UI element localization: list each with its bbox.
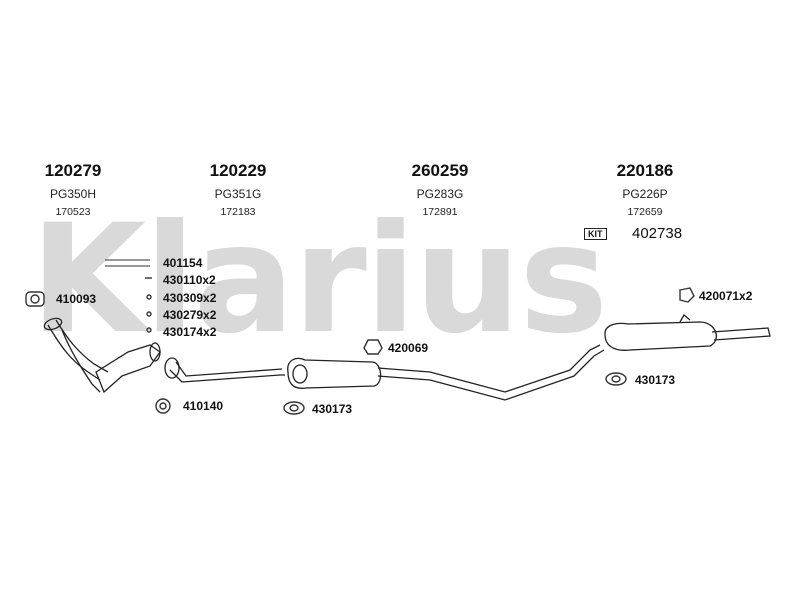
assembly-1-part-number: 120279 (44, 161, 102, 180)
fitting-430279: 430279x2 (163, 308, 217, 322)
klarius-watermark: Klarius (30, 193, 608, 367)
assembly-4-part-number: 220186 (616, 161, 674, 180)
fitting-430309: 430309x2 (163, 291, 217, 305)
fitting-430173-rear: 430173 (635, 373, 676, 387)
assembly-1-ref: 170523 (55, 206, 91, 218)
fitting-430110: 430110x2 (163, 273, 216, 287)
exhaust-clamp-icon-2 (605, 372, 627, 386)
assembly-2-ref: 172183 (220, 206, 256, 218)
clamp-ring-icon (155, 398, 171, 414)
assembly-3-code: PG283G (416, 187, 464, 201)
fitting-401154: 401154 (163, 256, 203, 270)
fitting-410140: 410140 (183, 399, 224, 413)
fitting-420069: 420069 (388, 341, 429, 355)
hanger-icon (363, 339, 383, 355)
kit-badge: KIT (584, 228, 607, 240)
gasket-icon (25, 291, 45, 307)
assembly-4-ref: 172659 (627, 206, 663, 218)
fitting-410093: 410093 (56, 292, 97, 306)
front-downpipe (43, 317, 161, 394)
assembly-3-ref: 172891 (422, 206, 458, 218)
fitting-420071: 420071x2 (699, 289, 753, 303)
mount-rubber-icon (679, 287, 695, 303)
assembly-1-code: PG350H (49, 187, 97, 201)
fitting-430173-centre: 430173 (312, 402, 353, 416)
kit-number: 402738 (632, 225, 683, 242)
rear-silencer (604, 314, 771, 351)
exhaust-clamp-icon (283, 401, 305, 415)
assembly-3-part-number: 260259 (411, 161, 469, 180)
assembly-2-part-number: 120229 (209, 161, 267, 180)
centre-silencer (287, 344, 605, 401)
assembly-2-code: PG351G (214, 187, 262, 201)
assembly-4-code: PG226P (622, 187, 668, 201)
fitting-430174: 430174x2 (163, 325, 217, 339)
intermediate-pipe (164, 357, 285, 383)
